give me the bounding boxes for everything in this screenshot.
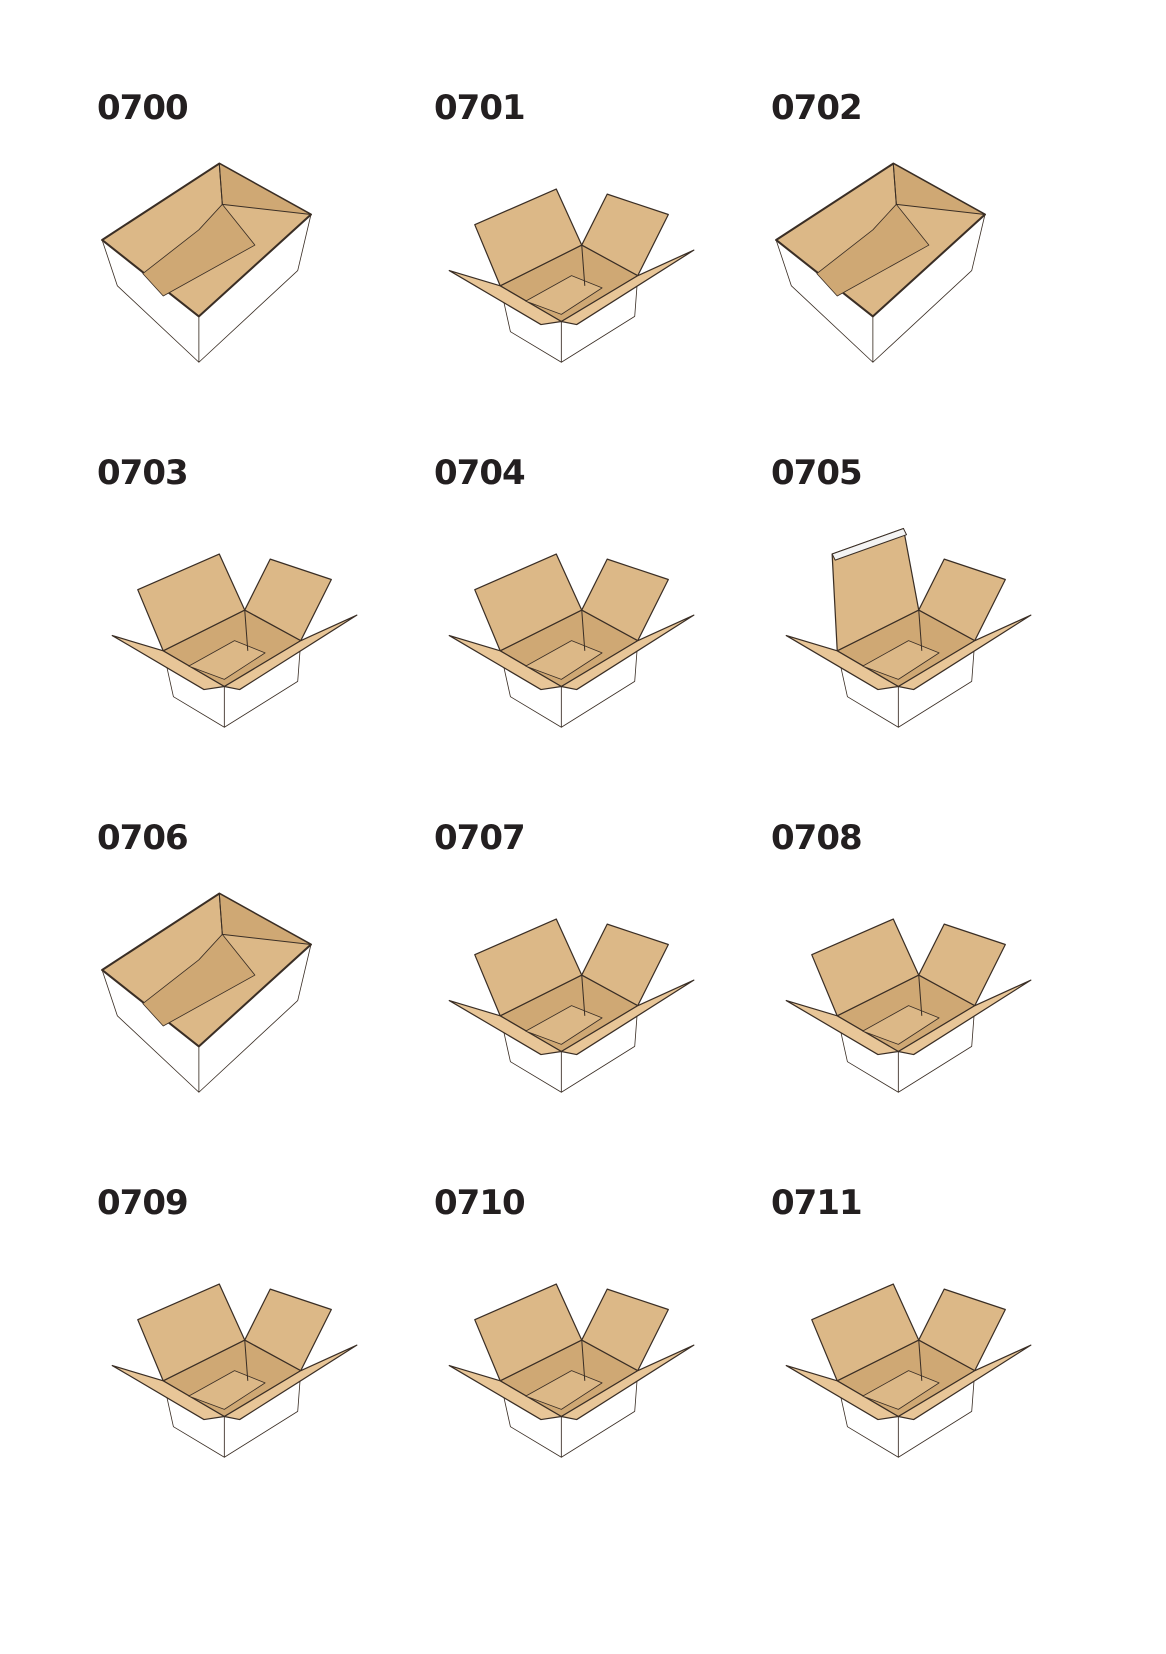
box-style-0707: 0707 <box>434 818 734 1158</box>
box-code-label: 0711 <box>771 1183 863 1223</box>
box-style-0710: 0710 <box>434 1183 734 1523</box>
box-illustration <box>434 523 704 748</box>
box-illustration <box>97 1253 367 1478</box>
box-style-0706: 0706 <box>97 818 397 1158</box>
box-code-label: 0701 <box>434 88 526 128</box>
box-code-label: 0708 <box>771 818 863 858</box>
box-style-0701: 0701 <box>434 88 734 428</box>
box-illustration <box>771 158 1041 383</box>
box-illustration <box>771 888 1041 1113</box>
box-style-0703: 0703 <box>97 453 397 793</box>
box-style-0700: 0700 <box>97 88 397 428</box>
box-style-0711: 0711 <box>771 1183 1071 1523</box>
box-code-label: 0704 <box>434 453 526 493</box>
box-illustration <box>434 158 704 383</box>
box-illustration <box>434 1253 704 1478</box>
box-illustration <box>434 888 704 1113</box>
box-code-label: 0707 <box>434 818 526 858</box>
box-illustration <box>771 523 1041 748</box>
box-style-0705: 0705 <box>771 453 1071 793</box>
box-code-label: 0702 <box>771 88 863 128</box>
box-style-0708: 0708 <box>771 818 1071 1158</box>
box-code-label: 0705 <box>771 453 863 493</box>
box-illustration <box>97 523 367 748</box>
box-illustration <box>97 158 367 383</box>
box-code-label: 0710 <box>434 1183 526 1223</box>
box-style-0709: 0709 <box>97 1183 397 1523</box>
box-code-label: 0706 <box>97 818 189 858</box>
box-style-0702: 0702 <box>771 88 1071 428</box>
box-style-0704: 0704 <box>434 453 734 793</box>
box-code-label: 0703 <box>97 453 189 493</box>
box-code-label: 0709 <box>97 1183 189 1223</box>
box-illustration <box>97 888 367 1113</box>
box-illustration <box>771 1253 1041 1478</box>
box-code-label: 0700 <box>97 88 189 128</box>
